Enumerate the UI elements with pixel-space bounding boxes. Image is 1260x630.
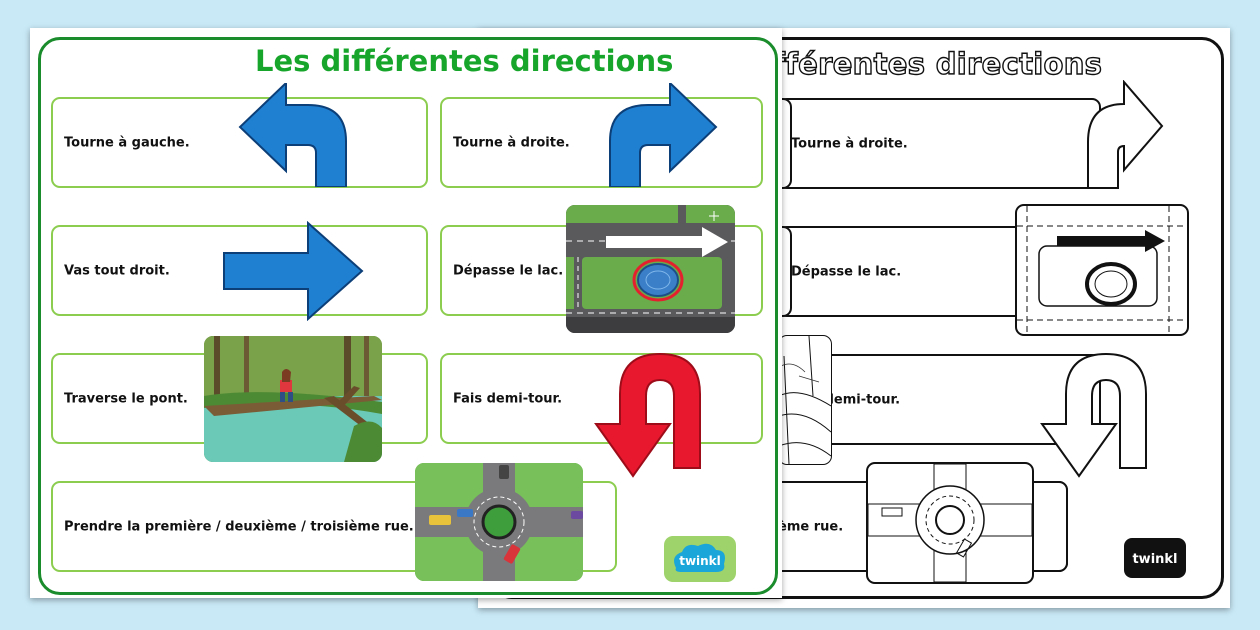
- card-turn-right: Tourne à droite.: [440, 97, 763, 188]
- card-turn-right-label: Tourne à droite.: [453, 135, 570, 150]
- color-worksheet-frame: [38, 37, 778, 595]
- svg-text:twinkl: twinkl: [679, 554, 721, 568]
- svg-text:twinkl: twinkl: [1132, 552, 1177, 567]
- card-uturn-label: Fais demi-tour.: [453, 391, 563, 406]
- card-straight-label: Vas tout droit.: [64, 263, 170, 278]
- color-worksheet: Les différentes directions Tourne à gauc…: [30, 28, 782, 598]
- turn-right-arrow-icon: [609, 83, 718, 187]
- card-bridge-label: Traverse le pont.: [64, 391, 188, 406]
- card-turn-left-label: Tourne à gauche.: [64, 135, 190, 150]
- page-title: Les différentes directions: [255, 44, 674, 78]
- twinkl-logo-bw: twinkl: [1124, 538, 1186, 578]
- bw-card-roundabout-label: ème rue.: [778, 519, 844, 534]
- lake-map-outline-illustration: [1015, 204, 1189, 336]
- bridge-illustration: [204, 336, 382, 462]
- twinkl-logo: twinkl: [664, 536, 736, 582]
- turn-left-arrow-icon: [238, 83, 347, 187]
- bw-card-lake-label: Dépasse le lac.: [791, 264, 902, 279]
- roundabout-illustration: [415, 463, 583, 581]
- u-turn-arrow-outline-icon: [1040, 352, 1147, 478]
- card-lake-label: Dépasse le lac.: [453, 263, 564, 278]
- bw-card-right: Tourne à droite.: [778, 98, 1101, 189]
- card-turn-left: Tourne à gauche.: [51, 97, 428, 188]
- roundabout-outline-illustration: [866, 462, 1034, 584]
- bridge-outline-illustration: [778, 335, 832, 465]
- bw-card-right-label: Tourne à droite.: [791, 136, 908, 151]
- lake-map-illustration: [566, 205, 735, 333]
- card-uturn: Fais demi-tour.: [440, 353, 763, 444]
- u-turn-arrow-icon: [594, 352, 701, 478]
- card-roundabout-label: Prendre la première / deuxième / troisiè…: [64, 519, 414, 534]
- straight-arrow-icon: [223, 221, 364, 321]
- coloring-worksheet-title: différentes directions: [740, 46, 1103, 81]
- turn-right-arrow-outline-icon: [1087, 80, 1164, 189]
